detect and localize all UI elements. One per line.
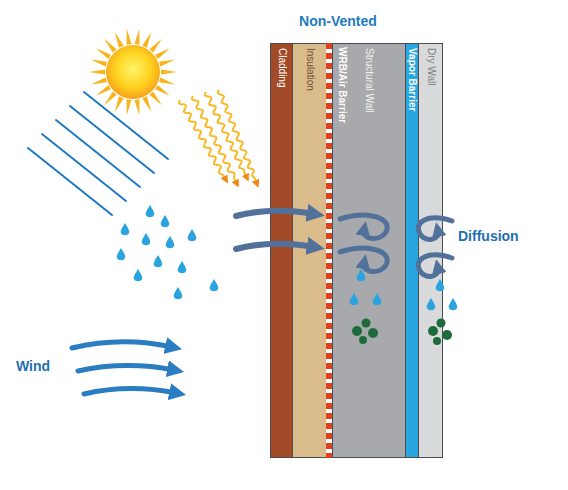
sun-ray: [115, 32, 124, 48]
mold-spots: [352, 319, 452, 346]
mold-dot: [442, 330, 452, 340]
vapor-barrier-layer: Vapor Barrier: [405, 43, 419, 458]
mold-dot: [428, 326, 438, 336]
rain-drop: [210, 279, 219, 291]
layer-label: Structural Wall: [363, 48, 375, 113]
water-drop: [427, 298, 436, 310]
air-arrows: [236, 211, 314, 249]
layer-label: Insulation: [304, 48, 316, 91]
cladding-layer: Cladding: [270, 43, 293, 458]
sun-ray: [159, 60, 175, 67]
water-drop: [449, 298, 458, 310]
sun-ray: [149, 91, 161, 105]
wind-arrow: [78, 366, 174, 371]
rain-drop: [121, 223, 130, 235]
rain-drop: [178, 261, 187, 273]
sun-ray: [159, 77, 175, 84]
rain-drop: [146, 205, 155, 217]
mold-dot: [437, 319, 446, 328]
water-drop: [436, 279, 445, 291]
sun-ray: [115, 96, 124, 112]
wall-air-swirls: [340, 215, 387, 271]
sun-ray: [127, 28, 132, 44]
rain-drop: [142, 233, 151, 245]
sun-ray: [161, 70, 177, 75]
rain-drop: [117, 248, 126, 260]
sun-ray: [89, 70, 105, 75]
rain-drop: [174, 287, 183, 299]
air-arrow: [236, 211, 314, 216]
sun-disc: [106, 45, 160, 99]
sun-ray: [91, 60, 107, 67]
rain-drop: [134, 269, 143, 281]
diffusion-arrow: [418, 218, 452, 239]
mold-dot: [359, 336, 367, 344]
layer-label: Dry Wall: [425, 48, 437, 85]
sun-ray: [127, 99, 132, 115]
diffusion-arrow: [418, 255, 452, 276]
air-arrow: [236, 244, 314, 249]
diffusion-arrows: [418, 218, 452, 276]
rain-line: [42, 134, 126, 201]
diagram-title: Non-Vented: [299, 13, 377, 29]
sun-ray: [96, 48, 111, 59]
layer-label: Vapor Barrier: [406, 48, 418, 111]
water-drop: [357, 269, 366, 281]
insulation-layer: Insulation: [292, 43, 327, 458]
sun-icon: [89, 28, 177, 115]
sun-ray: [149, 39, 161, 53]
condensation-drops: [350, 269, 458, 310]
diffusion-label: Diffusion: [458, 228, 519, 244]
mold-dot: [368, 328, 378, 338]
mold-dot: [352, 326, 362, 336]
rain-line: [28, 148, 112, 215]
sun-ray: [142, 96, 151, 112]
swirl-arrow: [340, 248, 387, 271]
rain-drop: [188, 229, 197, 241]
rain-drops: [117, 205, 219, 299]
rain-line: [70, 106, 154, 173]
mold-dot: [433, 337, 441, 345]
wind-label: Wind: [16, 358, 50, 374]
wind-arrows: [72, 342, 176, 394]
layer-label: Cladding: [276, 48, 288, 87]
sun-ray: [135, 99, 140, 115]
mold-dot: [362, 319, 371, 328]
swirl-arrow: [340, 215, 387, 238]
sun-ray: [155, 85, 170, 96]
rain-drop: [166, 236, 175, 248]
layer-label: WRB/Air Barrier: [336, 47, 348, 123]
sun-ray: [91, 77, 107, 84]
heat-wave: [218, 90, 257, 184]
dry-wall-layer: Dry Wall: [418, 43, 443, 458]
sun-ray: [135, 28, 140, 44]
water-drop: [350, 293, 359, 305]
water-drop: [373, 293, 382, 305]
sun-ray: [104, 91, 116, 105]
sun-ray: [96, 85, 111, 96]
rain-line: [84, 92, 168, 159]
wind-arrow: [72, 342, 172, 348]
rain-line: [56, 120, 140, 187]
heat-waves: [179, 90, 257, 184]
sun-ray: [142, 32, 151, 48]
rain-streaks: [28, 92, 168, 215]
sun-ray: [104, 39, 116, 53]
sun-ray: [155, 48, 170, 59]
rain-drop: [161, 215, 170, 227]
rain-drop: [154, 255, 163, 267]
wind-arrow: [84, 389, 176, 394]
sun-rays: [89, 28, 177, 115]
